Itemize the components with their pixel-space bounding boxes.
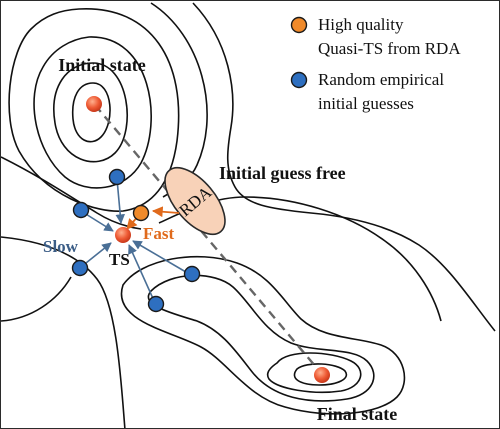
label-fast: Fast	[143, 224, 175, 243]
legend-label-quasi-ts-line1: High quality	[318, 15, 404, 34]
label-ts: TS	[109, 250, 130, 269]
reaction-path-dashed	[94, 104, 322, 374]
random-guess-point	[183, 265, 201, 283]
contour-left-lower	[1, 276, 72, 322]
random-guess-point	[147, 295, 165, 313]
label-final-state: Final state	[317, 404, 398, 424]
contour-initial-inner	[71, 82, 111, 143]
contour-initial-2	[53, 62, 128, 163]
contour-final-inner	[293, 363, 348, 386]
contour-initial-4	[8, 8, 180, 212]
legend-marker-blue	[290, 71, 308, 89]
contour-initial-3	[33, 36, 152, 189]
legend-item-quasi-ts: High quality Quasi-TS from RDA	[290, 15, 461, 58]
legend-label-quasi-ts-line2: Quasi-TS from RDA	[318, 39, 461, 58]
label-initial-guess-free: Initial guess free	[219, 163, 346, 183]
arrow-guess-4	[128, 244, 156, 304]
arrow-guess-1	[115, 178, 125, 224]
label-slow: Slow	[43, 237, 79, 256]
legend-item-random-guesses: Random empirical initial guesses	[290, 70, 444, 113]
random-guess-point	[71, 259, 89, 277]
contour-valley-upper	[1, 156, 142, 230]
rda-connector	[151, 206, 180, 218]
label-initial-state: Initial state	[58, 55, 146, 75]
points	[71, 96, 330, 383]
contour-final-outer	[120, 255, 406, 415]
random-guess-point	[72, 201, 90, 219]
contour-final-3	[266, 352, 362, 394]
arrow-guess-5	[132, 240, 192, 276]
legend: High quality Quasi-TS from RDA Random em…	[290, 15, 461, 113]
legend-label-random-line2: initial guesses	[318, 94, 414, 113]
legend-label-random-line1: Random empirical	[318, 70, 444, 89]
quasi-ts-point	[132, 204, 150, 222]
ts-point	[115, 227, 131, 243]
random-guess-point	[108, 168, 126, 186]
rda-badge: RDA	[164, 166, 226, 236]
contour-top-right	[192, 2, 496, 332]
contour-final-2	[147, 274, 375, 402]
initial-state-point	[86, 96, 102, 112]
legend-marker-orange	[290, 16, 308, 34]
contour-valley-lower	[1, 236, 126, 428]
final-state-point	[314, 367, 330, 383]
